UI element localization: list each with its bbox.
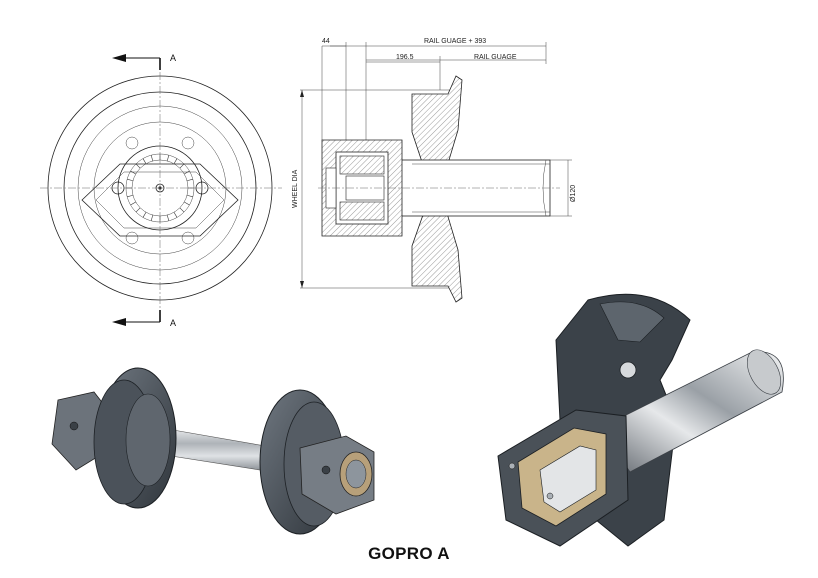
section-arrow-top-icon bbox=[112, 54, 126, 62]
spline-tooth bbox=[150, 214, 154, 221]
bearing-outer-race-bottom bbox=[339, 201, 385, 221]
section-arrow-bottom-icon bbox=[112, 318, 126, 326]
dim-arrow-down-icon bbox=[300, 281, 304, 288]
front-view: A A bbox=[40, 53, 282, 328]
dim-label-rail-guage-393: RAIL GUAGE + 393 bbox=[424, 38, 486, 45]
left-wheel-web bbox=[125, 393, 171, 487]
spline-tooth bbox=[166, 214, 170, 221]
top-right-hole bbox=[181, 136, 195, 150]
spline-tooth bbox=[142, 158, 147, 164]
axlebox-housing-outline bbox=[81, 163, 239, 237]
spline-tooth bbox=[179, 163, 185, 169]
spline-tooth bbox=[186, 194, 193, 198]
spline-tooth bbox=[173, 158, 178, 164]
spline-tooth bbox=[135, 207, 141, 213]
spline-tooth bbox=[166, 155, 170, 162]
spline-tooth bbox=[130, 170, 136, 175]
section-label-top: A bbox=[170, 53, 176, 63]
spline-tooth bbox=[173, 212, 178, 218]
drawing-caption: GOPRO A bbox=[368, 544, 450, 563]
right-axlebox-bolt bbox=[321, 465, 331, 475]
bottom-right-hole bbox=[181, 231, 195, 245]
bottom-left-hole bbox=[125, 231, 139, 245]
section-label-bottom: A bbox=[170, 318, 176, 328]
section-view: 44 RAIL GUAGE + 393 196.5 RAIL GUAGE WHE… bbox=[292, 38, 577, 303]
top-left-hole bbox=[125, 136, 139, 150]
cover-bolt-bottom bbox=[546, 492, 554, 500]
spline-tooth bbox=[142, 212, 147, 218]
wheelset-isometric-render bbox=[51, 367, 375, 535]
spline-tooth bbox=[184, 170, 190, 175]
wheel-flange-face bbox=[599, 301, 665, 343]
axle-end-face bbox=[746, 349, 782, 395]
dim-label-44: 44 bbox=[322, 38, 330, 45]
dim-label-wheel-dia: WHEEL DIA bbox=[292, 169, 299, 208]
bearing-outer-race-top bbox=[339, 155, 385, 175]
dim-label-rail-guage: RAIL GUAGE bbox=[474, 54, 517, 61]
dim-arrow-up-icon bbox=[300, 90, 304, 97]
spline-tooth bbox=[179, 207, 185, 213]
spline-tooth bbox=[127, 178, 134, 182]
left-axlebox-bolt bbox=[69, 421, 79, 431]
wheel-web-hole bbox=[619, 361, 637, 379]
spline-tooth bbox=[135, 163, 141, 169]
spline-tooth bbox=[127, 194, 134, 198]
cover-bolt-top bbox=[508, 462, 516, 470]
spline-tooth bbox=[186, 178, 193, 182]
bearing-inner-ring bbox=[539, 445, 597, 513]
spline-tooth bbox=[184, 201, 190, 206]
dim-label-axle-dia: Ø120 bbox=[570, 185, 577, 202]
spline-tooth bbox=[130, 201, 136, 206]
axlebox-inner-outline bbox=[95, 171, 225, 229]
right-bearing-hub bbox=[345, 459, 367, 489]
cutaway-render bbox=[497, 293, 784, 547]
dim-label-196-5: 196.5 bbox=[396, 54, 414, 61]
spline-tooth bbox=[150, 155, 154, 162]
